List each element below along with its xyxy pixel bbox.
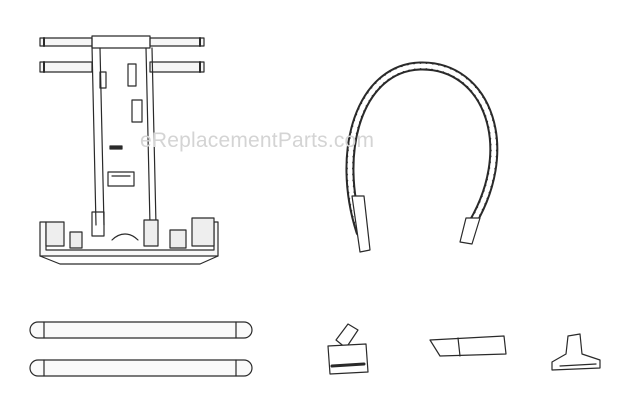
extension-wand-icon	[29, 359, 253, 377]
flexible-hose-icon	[345, 61, 499, 253]
crevice-tool-icon	[429, 335, 507, 357]
caddy-frame-icon	[39, 35, 219, 265]
floor-nozzle-icon	[327, 323, 369, 375]
extension-wand-icon	[29, 321, 253, 339]
utility-nozzle-icon	[551, 333, 601, 371]
